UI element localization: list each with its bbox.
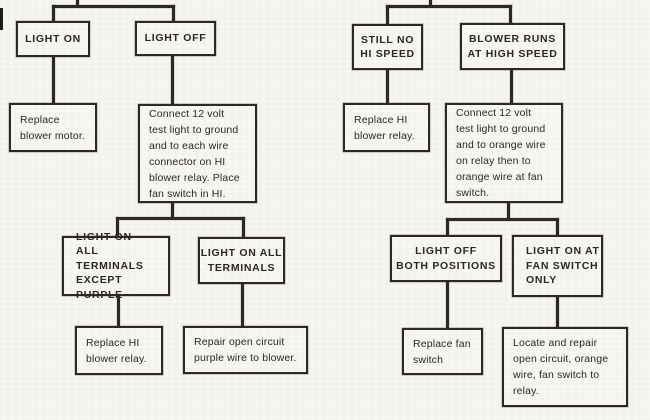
node-light-on-at-fan-switch-only: LIGHT ON AT FAN SWITCH ONLY (512, 235, 603, 297)
connector-light-off-both-down (446, 282, 449, 328)
node-blower-runs-at-high-speed: BLOWER RUNS AT HIGH SPEED (460, 23, 565, 70)
node-light-on-all-terminals-except-purple: LIGHT ON- ALL TERMINALS EXCEPT PURPLE (62, 231, 170, 301)
connector-right-top-stub (429, 0, 432, 7)
node-light-on-all-terminals: LIGHT ON ALL TERMINALS (198, 237, 285, 284)
connector-connect-orange-down (507, 203, 510, 220)
node-replace-fan-switch-label: Replace fan switch (413, 337, 471, 366)
connector-still-no-down (386, 70, 389, 103)
node-replace-hi-blower-relay-right: Replace HI blower relay. (343, 103, 430, 152)
node-repair-open-circuit-purple-label: Repair open circuit purple wire to blowe… (194, 336, 297, 364)
connector-left-mid-branch (116, 217, 245, 220)
node-locate-repair-open-circuit-orange-label: Locate and repair open circuit, orange w… (513, 337, 609, 397)
node-light-off-both-positions-label: LIGHT OFF BOTH POSITIONS (396, 245, 496, 272)
connector-to-except-purple (116, 217, 119, 236)
connector-left-to-light-on (52, 5, 55, 21)
connector-to-still-no (386, 5, 389, 24)
node-replace-hi-blower-relay-left: Replace HI blower relay. (75, 326, 163, 375)
node-replace-hi-blower-relay-right-label: Replace HI blower relay. (354, 113, 415, 142)
connector-all-terminals-down (241, 284, 244, 326)
node-replace-hi-blower-relay-left-label: Replace HI blower relay. (86, 336, 147, 365)
node-replace-blower-motor-label: Replace blower motor. (20, 113, 85, 142)
node-light-off-both-positions: LIGHT OFF BOTH POSITIONS (390, 235, 502, 282)
connector-light-off-down (171, 56, 174, 104)
node-still-no-hi-speed: STILL NO HI SPEED (352, 24, 423, 70)
node-light-on-all-terminals-label: LIGHT ON ALL TERMINALS (200, 247, 283, 274)
connector-connect-box-down (171, 203, 174, 219)
connector-fan-switch-only-down (556, 297, 559, 327)
node-repair-open-circuit-purple: Repair open circuit purple wire to blowe… (183, 326, 308, 374)
node-replace-blower-motor: Replace blower motor. (9, 103, 97, 152)
node-light-off-label: LIGHT OFF (144, 32, 207, 45)
node-connect-test-light-orange-label: Connect 12 volt test light to ground and… (456, 107, 546, 199)
connector-to-light-off-both (446, 218, 449, 235)
node-light-on-label: LIGHT ON (25, 32, 81, 45)
node-locate-repair-open-circuit-orange: Locate and repair open circuit, orange w… (502, 327, 628, 407)
node-connect-test-light-relay-label: Connect 12 volt test light to ground and… (149, 107, 240, 200)
connector-left-to-light-off (172, 5, 175, 21)
connector-left-top-branch (52, 5, 175, 8)
connector-to-all-terminals (242, 217, 245, 237)
node-still-no-hi-speed-label: STILL NO HI SPEED (360, 33, 415, 61)
node-replace-fan-switch: Replace fan switch (402, 328, 483, 375)
connector-except-purple-down (117, 296, 120, 326)
node-light-on: LIGHT ON (16, 21, 90, 57)
node-blower-runs-at-high-speed-label: BLOWER RUNS AT HIGH SPEED (467, 33, 558, 60)
connector-blower-runs-down (510, 70, 513, 103)
connector-right-mid-branch (446, 218, 559, 221)
connector-to-fan-switch-only (556, 218, 559, 235)
node-light-on-all-terminals-except-purple-label: LIGHT ON- ALL TERMINALS EXCEPT PURPLE (76, 230, 144, 301)
node-light-off: LIGHT OFF (135, 21, 216, 56)
node-connect-test-light-relay: Connect 12 volt test light to ground and… (138, 104, 257, 203)
node-light-on-at-fan-switch-only-label: LIGHT ON AT FAN SWITCH ONLY (526, 245, 600, 287)
connector-left-top-stub (76, 0, 79, 7)
connector-to-blower-runs (509, 5, 512, 23)
connector-right-top-branch (386, 5, 512, 8)
node-connect-test-light-orange: Connect 12 volt test light to ground and… (445, 103, 563, 203)
scan-artifact (0, 8, 3, 30)
connector-light-on-down (52, 57, 55, 103)
